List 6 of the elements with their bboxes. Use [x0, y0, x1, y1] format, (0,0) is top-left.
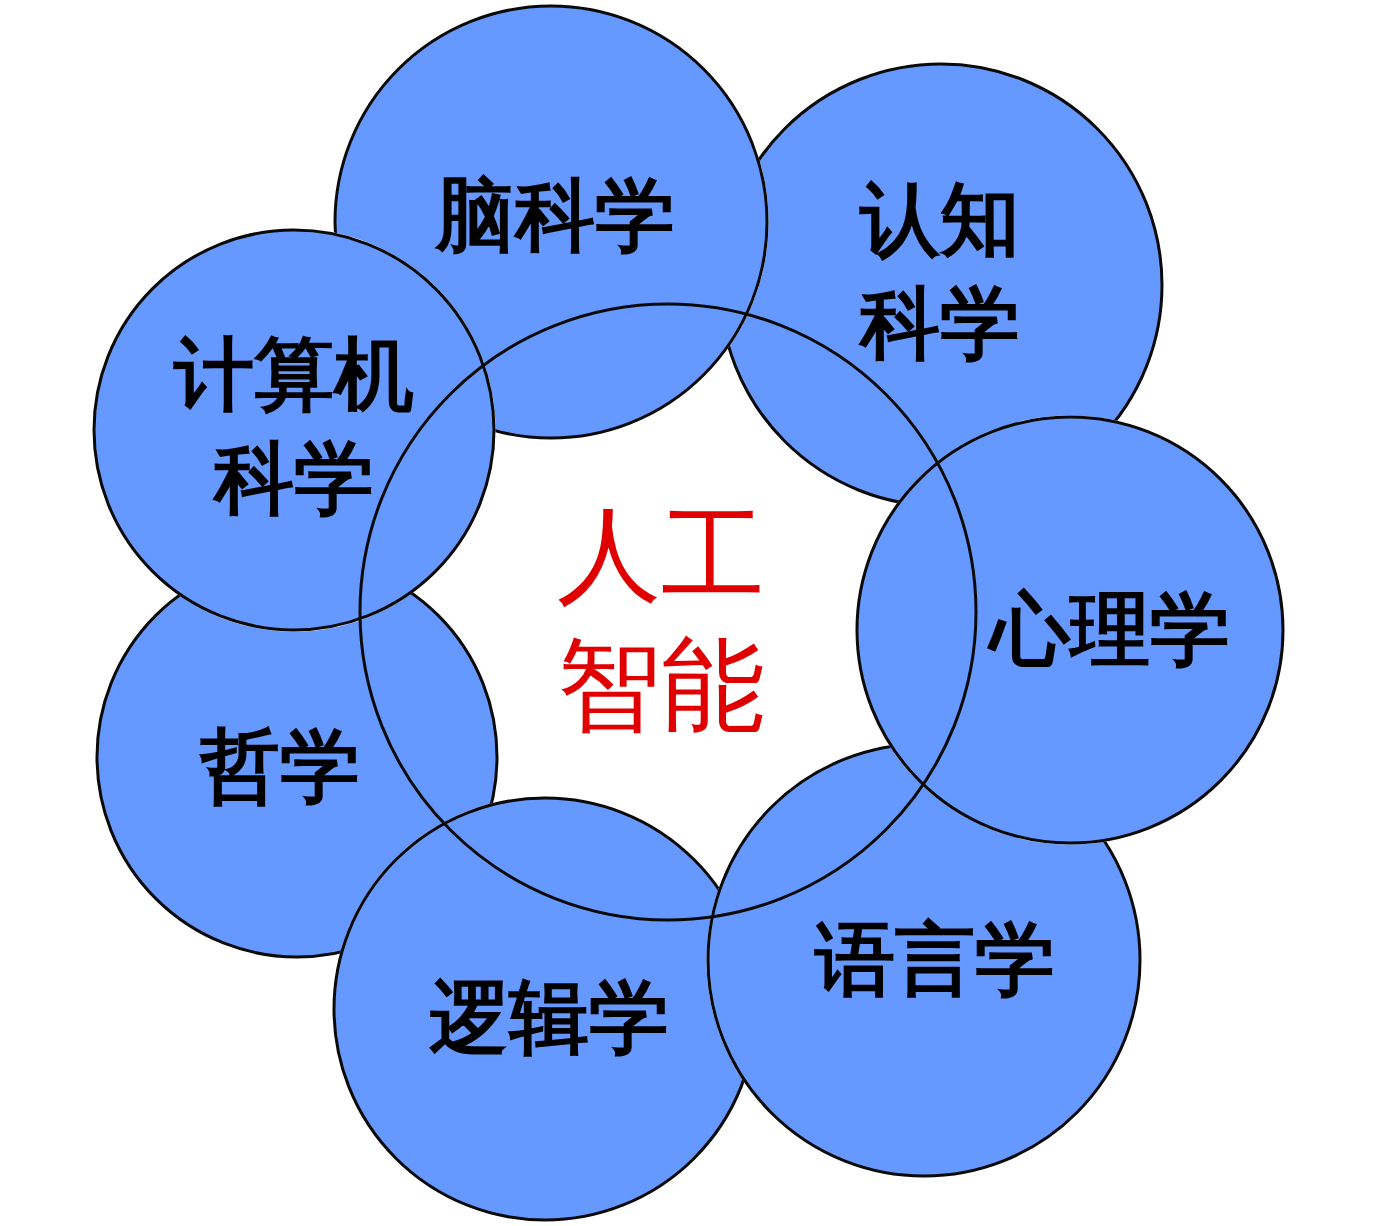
discipline-label: 逻辑学 — [429, 978, 669, 1058]
discipline-label: 哲学 — [200, 727, 360, 807]
discipline-label: 计算机科学 — [172, 327, 415, 527]
center-label: 人工智能 — [556, 493, 766, 748]
discipline-label: 认知科学 — [857, 172, 1021, 372]
discipline-label: 脑科学 — [435, 176, 675, 256]
